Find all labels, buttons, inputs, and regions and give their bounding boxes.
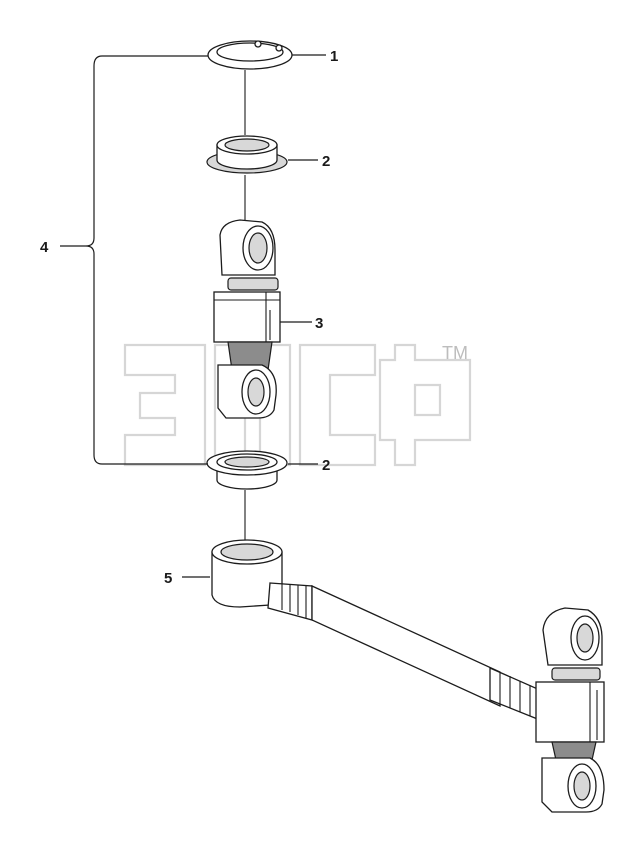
callout-3: 3 xyxy=(315,315,323,332)
callout-2-bottom: 2 xyxy=(322,457,330,474)
watermark-logo: TM xyxy=(123,343,472,467)
callout-1: 1 xyxy=(330,48,338,65)
watermark-letter-e xyxy=(123,343,207,467)
bushing-top xyxy=(206,135,288,174)
callout-2-top: 2 xyxy=(322,153,330,170)
callout-5: 5 xyxy=(164,570,172,587)
rod-assembly xyxy=(211,539,605,813)
watermark-letter-c xyxy=(298,343,377,467)
callout-labels: 1 2 3 4 2 5 xyxy=(40,48,338,587)
joint xyxy=(213,219,281,419)
trademark-label: TM xyxy=(442,343,468,363)
retaining-ring xyxy=(207,40,293,70)
bushing-bottom xyxy=(206,450,288,490)
callout-4: 4 xyxy=(40,239,49,256)
watermark-letter-f xyxy=(378,343,472,467)
leader-lines xyxy=(60,54,326,578)
